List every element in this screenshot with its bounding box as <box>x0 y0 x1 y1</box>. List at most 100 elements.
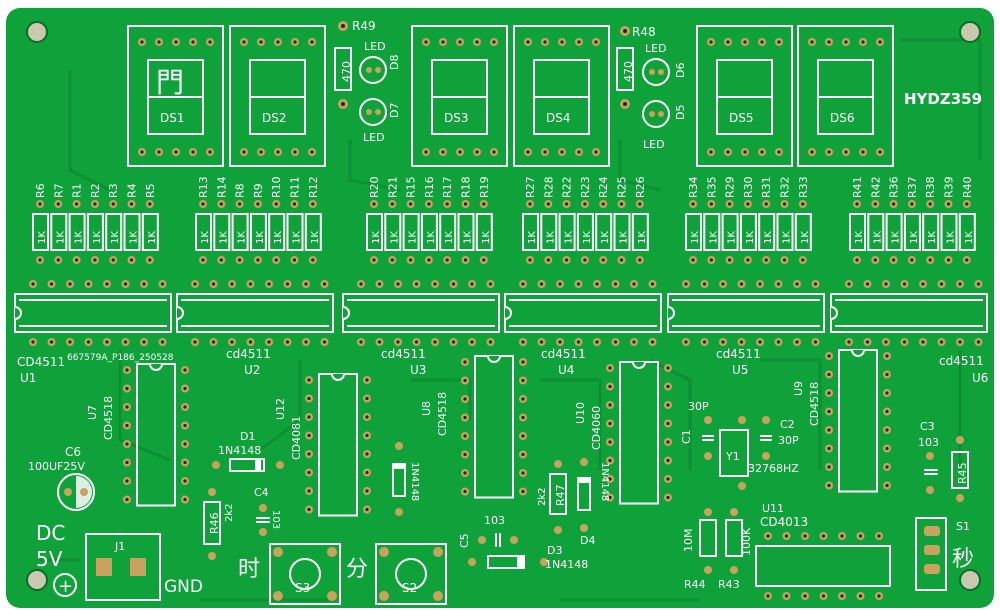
pad-hole <box>307 415 311 419</box>
r43-value: 100K <box>740 527 753 556</box>
pad-hole <box>68 340 72 344</box>
pad-hole <box>601 258 605 262</box>
d3-diode: D3 1N4148 <box>468 544 588 571</box>
d2-value: 1N4148 <box>409 462 420 501</box>
pad-hole <box>463 202 468 206</box>
pad-hole <box>865 340 870 344</box>
resistor-outline <box>885 213 903 251</box>
pad-hole <box>743 150 747 154</box>
pad-hole <box>760 40 764 44</box>
ic-part-name: CD4518 <box>102 396 115 440</box>
pad-hole <box>390 258 394 262</box>
pad-hole <box>359 282 363 286</box>
pad-hole <box>902 282 907 286</box>
pad-hole <box>521 434 525 438</box>
resistor-value: 1K <box>92 231 103 244</box>
pad-hole <box>965 202 969 206</box>
pad-hole <box>650 282 655 286</box>
resistor-outline <box>105 213 123 251</box>
pad-hole <box>810 40 814 44</box>
digit-ds6: DS6 <box>797 25 894 167</box>
pad-hole <box>274 258 278 262</box>
pad-hole <box>666 403 670 407</box>
ic-part-name: cd4511 <box>381 347 426 361</box>
resistor-label: R38 <box>924 176 937 198</box>
pad-hole <box>576 282 581 286</box>
resistor-label: R25 <box>616 176 629 198</box>
pad-hole <box>310 40 314 44</box>
pad-hole <box>111 202 115 206</box>
ic-designator: U2 <box>244 363 260 377</box>
pad-hole <box>608 403 612 407</box>
pad-hole <box>558 282 562 286</box>
pad-hole <box>782 202 787 206</box>
pad-hole <box>68 282 72 286</box>
switch-s1[interactable]: S1 秒 <box>915 517 974 591</box>
resistor-label: R42 <box>869 176 882 198</box>
pad-hole <box>201 258 205 262</box>
ic-u1 <box>14 280 172 346</box>
resistor-outline <box>595 213 613 251</box>
pad-hole <box>594 40 598 44</box>
pad-hole <box>847 282 851 286</box>
pad-hole <box>565 258 569 262</box>
s2-button[interactable] <box>395 558 427 590</box>
pad-hole <box>709 40 713 44</box>
resistor-label: R40 <box>961 176 974 198</box>
switch-s2[interactable]: 分 S2 <box>346 543 447 605</box>
r46-label: R46 <box>208 512 221 534</box>
mount-hole <box>959 21 981 43</box>
resistor-value: 1K <box>310 231 321 244</box>
s3-button[interactable] <box>289 558 321 590</box>
pad-hole <box>238 258 242 262</box>
pad-hole <box>365 378 369 382</box>
resistor-value: 1K <box>708 231 719 244</box>
pad-hole <box>377 340 382 344</box>
ic-designator: U11 <box>762 502 784 515</box>
pad-hole <box>285 340 290 344</box>
digit-character: 門 <box>156 66 184 99</box>
pad-hole <box>892 202 896 206</box>
resistor-label: R41 <box>851 176 864 198</box>
pad-hole <box>372 258 376 262</box>
pad-hole <box>576 340 581 344</box>
pad-hole <box>292 202 297 206</box>
ic-part-name: cd4511 <box>716 347 761 361</box>
pad-hole <box>372 202 376 206</box>
pad-hole <box>632 340 636 344</box>
switch-s3[interactable]: 时 S3 <box>238 543 341 605</box>
resistor-value: 1K <box>891 231 902 244</box>
pad-hole <box>946 258 951 262</box>
pad-hole <box>211 282 216 286</box>
resistor-value: 1K <box>237 231 248 244</box>
batch-code: 667579A_P186_250528 <box>67 353 174 363</box>
ic-part-name: CD4511 <box>17 355 65 369</box>
mount-hole <box>26 21 48 43</box>
resistor-outline <box>776 213 794 251</box>
resistor-label: R17 <box>441 176 454 198</box>
pad-hole <box>746 202 750 206</box>
ic-part-name: CD4518 <box>436 392 449 436</box>
resistor-value: 1K <box>273 231 284 244</box>
resistor-outline <box>540 213 558 251</box>
resistor-value: 1K <box>872 231 883 244</box>
pad-hole <box>810 150 814 154</box>
d2-diode: 1N4148 <box>392 442 420 516</box>
pad-hole <box>488 282 493 286</box>
resistor-label: R7 <box>52 183 65 198</box>
d6-label: D6 <box>674 63 687 78</box>
ic-part-name: CD4013 <box>760 515 808 529</box>
volts-label: 5V <box>36 547 63 571</box>
pad-hole <box>248 340 253 344</box>
led-d7-outline <box>359 98 387 126</box>
pad-hole <box>86 340 91 344</box>
pad-hole <box>885 465 889 469</box>
pad-hole <box>259 40 263 44</box>
